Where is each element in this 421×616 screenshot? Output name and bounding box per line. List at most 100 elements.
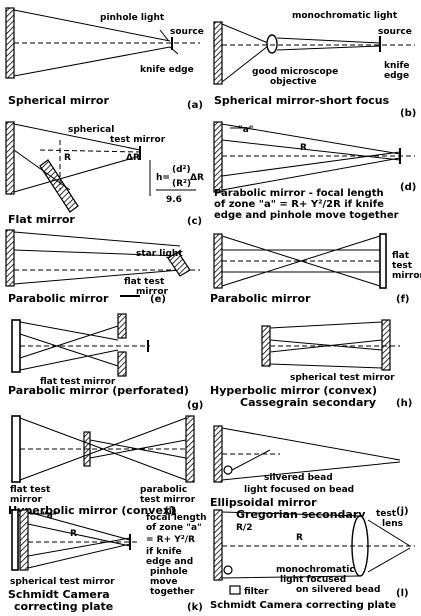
label-eq-k: = R+ Y²/R (146, 535, 195, 545)
flat-test-mirror-g (11, 319, 21, 373)
correcting-plate-k (11, 509, 19, 571)
label-formula-dr-c: ΔR (190, 173, 204, 183)
rays-b (221, 23, 269, 83)
label-together-k: together (150, 587, 195, 597)
caption-h-line1: Hyperbolic mirror (convex) (210, 384, 377, 397)
caption-l: Schmidt Camera correcting plate (210, 600, 396, 611)
label-d2-c: (d²) (172, 165, 191, 175)
label-a-d: "a" (238, 125, 253, 135)
label-pinhole-light: pinhole light (100, 13, 165, 23)
silvered-bead-j (223, 465, 233, 475)
label-edge-b: edge (384, 71, 409, 81)
label-r2-c: (R²) (172, 179, 191, 189)
ellipsoidal-mirror-j (213, 425, 223, 483)
label-microscope-b: good microscope (252, 67, 338, 77)
tag-c: (c) (187, 216, 202, 227)
label-on-bead-l: on silvered bead (296, 585, 380, 595)
tag-a: (a) (187, 100, 203, 111)
label-if-knife-k: if knife (146, 547, 182, 557)
label-r-k: R (70, 529, 77, 539)
label-mono-l: monochromatic (276, 565, 355, 575)
spherical-mirror-b (213, 21, 223, 85)
label-of-zone-k: of zone "a" (146, 523, 202, 533)
flat-test-mirror-f (379, 233, 387, 289)
tag-e: (e) (150, 294, 166, 305)
label-parabolic-i: parabolic (140, 485, 187, 495)
label-r-d: R (300, 143, 307, 153)
spherical-mirror-a (5, 7, 15, 79)
panel-h: spherical test mirror Hyperbolic mirror … (210, 319, 412, 409)
microscope-objective-b (266, 34, 278, 54)
tag-h: (h) (396, 398, 412, 409)
label-source-a: source (170, 27, 204, 37)
label-flat-test-e: flat test (124, 277, 165, 287)
label-objective-b: objective (270, 77, 317, 87)
label-r2-l: R/2 (236, 523, 252, 533)
caption-d-line2: of zone "a" = R+ Y²/2R if knife (214, 199, 384, 210)
caption-k-line1: Schmidt Camera (8, 588, 110, 601)
label-mono-b: monochromatic light (292, 11, 398, 21)
tag-b: (b) (400, 108, 416, 119)
label-flat-test-i: flat test (10, 485, 51, 495)
spherical-test-mirror-k (19, 509, 29, 571)
tag-f: (f) (396, 294, 410, 305)
label-96-c: 9.6 (166, 195, 182, 205)
label-pinhole-k: pinhole (150, 567, 188, 577)
parabolic-mirror-bottom-g (117, 351, 127, 377)
label-spherical-c: spherical (68, 125, 114, 135)
panel-l: test lens R/2 R monochromatic light focu… (210, 509, 415, 611)
mirror-l (213, 509, 223, 581)
label-knife-edge-a: knife edge (140, 65, 194, 75)
label-move-k: move (150, 577, 178, 587)
flat-test-mirror-i (11, 415, 21, 483)
panel-d: "a" R Parabolic mirror - focal length of… (213, 121, 416, 221)
spherical-test-mirror-c (39, 159, 79, 213)
panel-e: star light flat test mirror Parabolic mi… (5, 229, 200, 305)
tag-l: (l) (396, 588, 409, 599)
caption-j-line1: Ellipsoidal mirror (210, 496, 317, 509)
panel-k: "a" R focal length of zone "a" = R+ Y²/R… (8, 509, 206, 613)
tag-j: (j) (396, 506, 409, 517)
label-spherical-test-mirror-h: spherical test mirror (290, 373, 395, 383)
parabolic-mirror-d (213, 121, 223, 193)
label-knife-b: knife (384, 61, 410, 71)
label-silvered-bead-j: silvered bead (264, 473, 333, 483)
tag-d: (d) (400, 182, 416, 193)
label-light-focused-l: light focused (280, 575, 346, 585)
panel-g: flat test mirror Parabolic mirror (perfo… (8, 313, 203, 411)
label-light-focused-j: light focused on bead (244, 485, 354, 495)
silvered-bead-l (223, 565, 233, 575)
label-test-mirror-c: test mirror (110, 135, 166, 145)
label-focal-length-k: focal length (146, 513, 206, 523)
parabolic-mirror-top-g (117, 313, 127, 339)
caption-a: Spherical mirror (8, 94, 109, 107)
label-flat-f: flat (392, 251, 410, 261)
parabolic-test-mirror-i (185, 415, 195, 483)
label-edge-and-k: edge and (146, 557, 193, 567)
label-filter-l: filter (244, 587, 269, 597)
label-test-f: test (392, 261, 413, 271)
label-source-b: source (378, 27, 412, 37)
label-mirror-f: mirror (392, 271, 421, 281)
label-spherical-test-mirror-k: spherical test mirror (10, 577, 115, 587)
caption-g: Parabolic mirror (perforated) (8, 384, 189, 397)
caption-d-line3: edge and pinhole move together (214, 210, 399, 221)
caption-b: Spherical mirror-short focus (214, 94, 390, 107)
label-deltar-c: ΔR (126, 153, 140, 163)
panel-i: flat test mirror parabolic test mirror H… (8, 415, 196, 517)
label-lens-l: lens (382, 519, 403, 529)
panel-c: spherical test mirror R ΔR h= (d²) (R²) … (5, 121, 204, 227)
spherical-test-mirror-h (381, 319, 391, 371)
caption-c: Flat mirror (8, 213, 75, 226)
tag-k: (k) (187, 602, 203, 613)
tag-g: (g) (187, 400, 203, 411)
label-mirror-i: mirror (10, 495, 43, 505)
parabolic-mirror-e (5, 229, 15, 287)
hyperbolic-mirror-h (261, 325, 271, 367)
caption-h-line2: Cassegrain secondary (240, 396, 376, 409)
caption-f: Parabolic mirror (210, 292, 311, 305)
label-r-l: R (296, 533, 303, 543)
panel-a: pinhole light source knife edge Spherica… (5, 7, 204, 111)
flat-mirror-c (5, 121, 15, 195)
